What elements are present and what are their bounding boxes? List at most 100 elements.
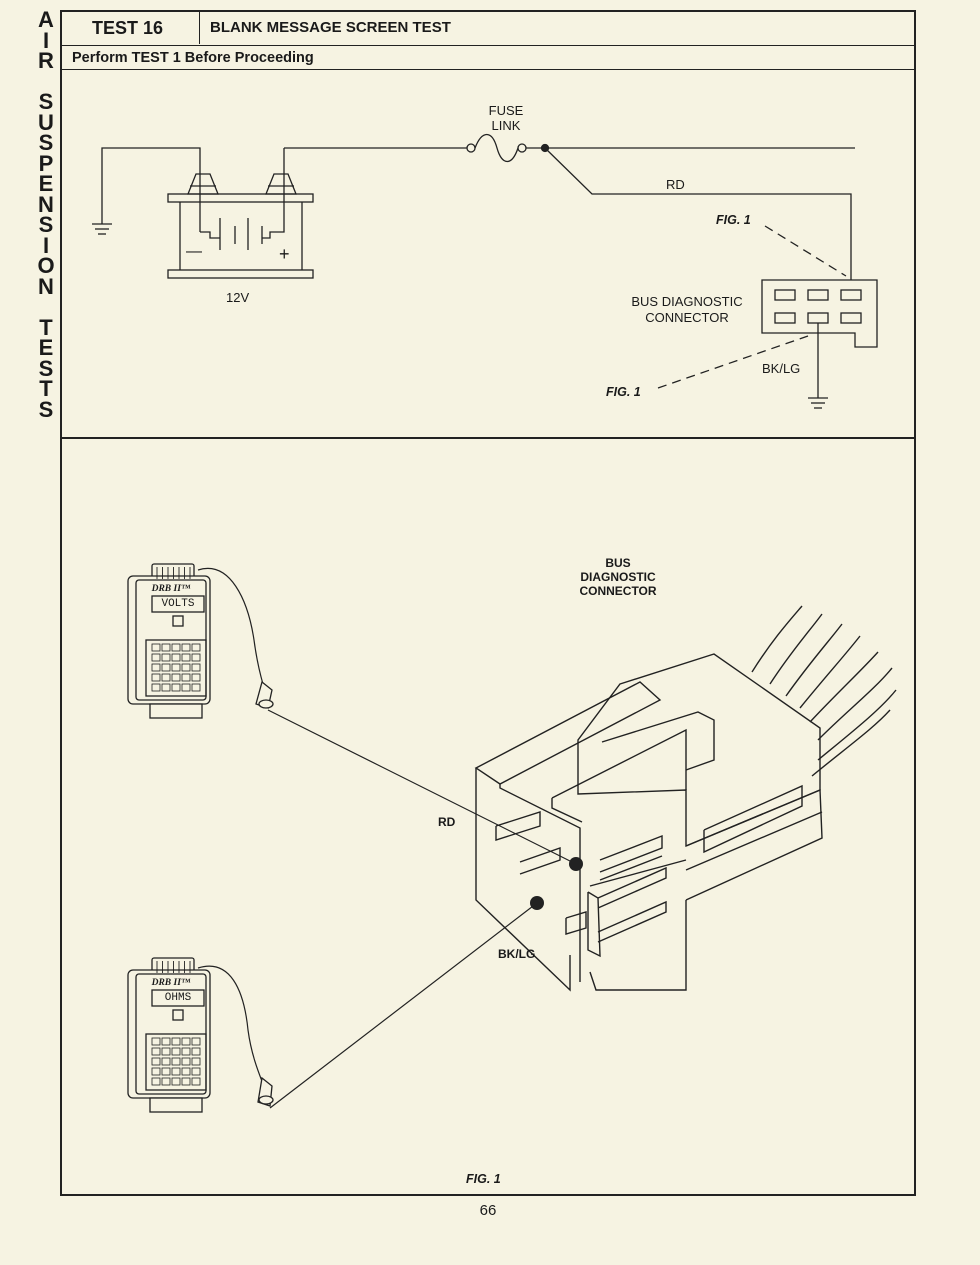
keypad-key xyxy=(191,673,201,682)
keypad-key xyxy=(151,673,161,682)
keypad-key xyxy=(171,673,181,682)
keypad-key xyxy=(161,663,171,672)
illustration-rd-label: RD xyxy=(438,815,456,829)
illustration-bklg-label: BK/LG xyxy=(498,947,536,961)
probe-leads xyxy=(197,567,577,1109)
keypad-key xyxy=(161,1077,171,1086)
rd-probe-lead xyxy=(267,709,577,865)
keypad-key xyxy=(171,1037,181,1046)
side-title-letter: U xyxy=(38,109,54,135)
side-title-letter: S xyxy=(38,212,54,237)
rd-wire xyxy=(544,147,852,280)
probe-contacts xyxy=(530,857,583,910)
side-title-letter: I xyxy=(42,232,50,258)
keypad-key xyxy=(181,1057,191,1066)
bklg-wire-label: BK/LG xyxy=(762,361,801,376)
fuse-link-label: FUSE LINK xyxy=(488,103,524,133)
battery-ground-wire xyxy=(101,147,201,232)
connector-label: BUS DIAGNOSTIC CONNECTOR xyxy=(631,294,743,325)
side-title-letter: T xyxy=(39,376,53,401)
side-title-letter: N xyxy=(38,273,54,299)
keypad-key xyxy=(161,1067,171,1076)
fuse-link-symbol xyxy=(474,133,519,163)
fig-reference-bottom: FIG. 1 xyxy=(606,385,641,399)
keypad-key xyxy=(191,1047,201,1056)
keypad-key xyxy=(181,663,191,672)
test-title: BLANK MESSAGE SCREEN TEST xyxy=(210,19,451,36)
section-divider xyxy=(60,437,916,439)
keypad-key xyxy=(151,1037,161,1046)
keypad-key xyxy=(151,653,161,662)
keypad-key xyxy=(181,643,191,652)
meter-top-brand: DRB II™ xyxy=(151,584,191,594)
keypad-key xyxy=(181,1037,191,1046)
prerequisite-note: Perform TEST 1 Before Proceeding xyxy=(60,46,916,70)
keypad-key xyxy=(151,1047,161,1056)
keypad-key xyxy=(151,1067,161,1076)
meter-connector-ribs xyxy=(156,567,191,973)
side-title-letter: T xyxy=(39,314,53,340)
test-number: TEST 16 xyxy=(62,12,200,44)
keypad-key xyxy=(181,653,191,662)
keypad-key xyxy=(171,1077,181,1086)
side-title-letter: I xyxy=(42,27,50,53)
battery-symbol xyxy=(167,148,314,279)
keypad-key xyxy=(161,643,171,652)
battery-voltage-label: 12V xyxy=(226,290,250,305)
side-title-letter: N xyxy=(38,191,54,217)
keypad-key xyxy=(171,663,181,672)
keypad-key xyxy=(191,1077,201,1086)
battery-minus-label: — xyxy=(186,243,202,260)
keypad-key xyxy=(191,1067,201,1076)
keypad-key xyxy=(171,653,181,662)
keypad-key xyxy=(181,1067,191,1076)
keypad-key xyxy=(161,1037,171,1046)
keypad-key xyxy=(191,1057,201,1066)
keypad-key xyxy=(181,1077,191,1086)
keypad-key xyxy=(191,683,201,692)
keypad-key xyxy=(161,1047,171,1056)
keypad-key xyxy=(191,653,201,662)
meter-top-display: VOLTS xyxy=(161,598,195,610)
keypad-key xyxy=(161,1057,171,1066)
keypad-key xyxy=(171,1057,181,1066)
keypad-key xyxy=(151,663,161,672)
side-title-letter: P xyxy=(38,150,54,176)
side-title-letter: S xyxy=(38,130,54,155)
meter-bottom-drawing xyxy=(127,957,211,1113)
keypad-key xyxy=(191,663,201,672)
side-title-letter: O xyxy=(37,253,55,278)
meter-keypads xyxy=(151,643,201,1086)
side-title-letter: R xyxy=(38,48,54,73)
header-bar xyxy=(60,10,916,46)
side-title-letter: S xyxy=(38,89,54,114)
fig-reference-top: FIG. 1 xyxy=(716,213,751,227)
keypad-key xyxy=(171,643,181,652)
figure-caption: FIG. 1 xyxy=(466,1172,501,1186)
keypad-key xyxy=(161,653,171,662)
side-title-letter: E xyxy=(38,335,54,360)
keypad-key xyxy=(151,1057,161,1066)
keypad-key xyxy=(181,673,191,682)
side-title-letter: S xyxy=(38,396,54,422)
battery-plus-label: + xyxy=(279,244,290,264)
keypad-key xyxy=(171,1067,181,1076)
connector-illustration xyxy=(474,605,897,992)
meter-bottom-display: OHMS xyxy=(164,992,192,1004)
keypad-key xyxy=(151,1077,161,1086)
page-number: 66 xyxy=(479,1202,497,1219)
keypad-key xyxy=(171,1047,181,1056)
keypad-key xyxy=(161,673,171,682)
keypad-key xyxy=(181,1047,191,1056)
bklg-probe-lead xyxy=(269,902,538,1109)
side-title-letter: E xyxy=(38,171,54,196)
keypad-key xyxy=(171,683,181,692)
keypad-key xyxy=(151,643,161,652)
bus-diagnostic-connector-symbol xyxy=(761,279,878,348)
keypad-key xyxy=(181,683,191,692)
side-title-letter: S xyxy=(38,355,54,381)
side-title-letter: A xyxy=(38,7,54,32)
meter-bottom-brand: DRB II™ xyxy=(151,978,191,988)
